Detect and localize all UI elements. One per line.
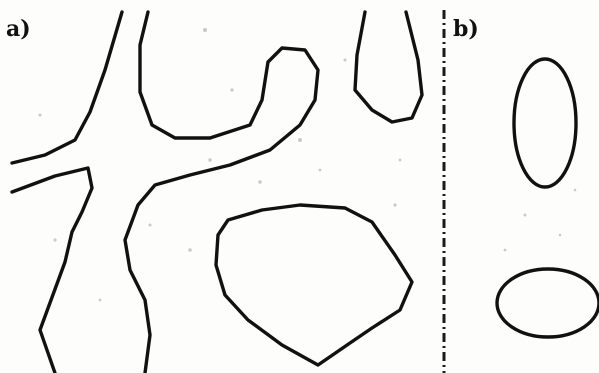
panel-a-label: a)	[6, 18, 31, 40]
panel-a-contours	[12, 12, 422, 373]
panel-b-contours	[497, 59, 599, 337]
contour-top-lobe	[355, 12, 422, 122]
vertical-ellipse	[514, 59, 576, 187]
contour-lower-blob	[216, 205, 412, 365]
horizontal-ellipse	[497, 269, 599, 337]
paper-speckle	[39, 28, 577, 301]
panel-b-label: b)	[453, 18, 479, 40]
contour-left-winding	[12, 168, 92, 373]
contour-central-hook	[125, 12, 318, 373]
